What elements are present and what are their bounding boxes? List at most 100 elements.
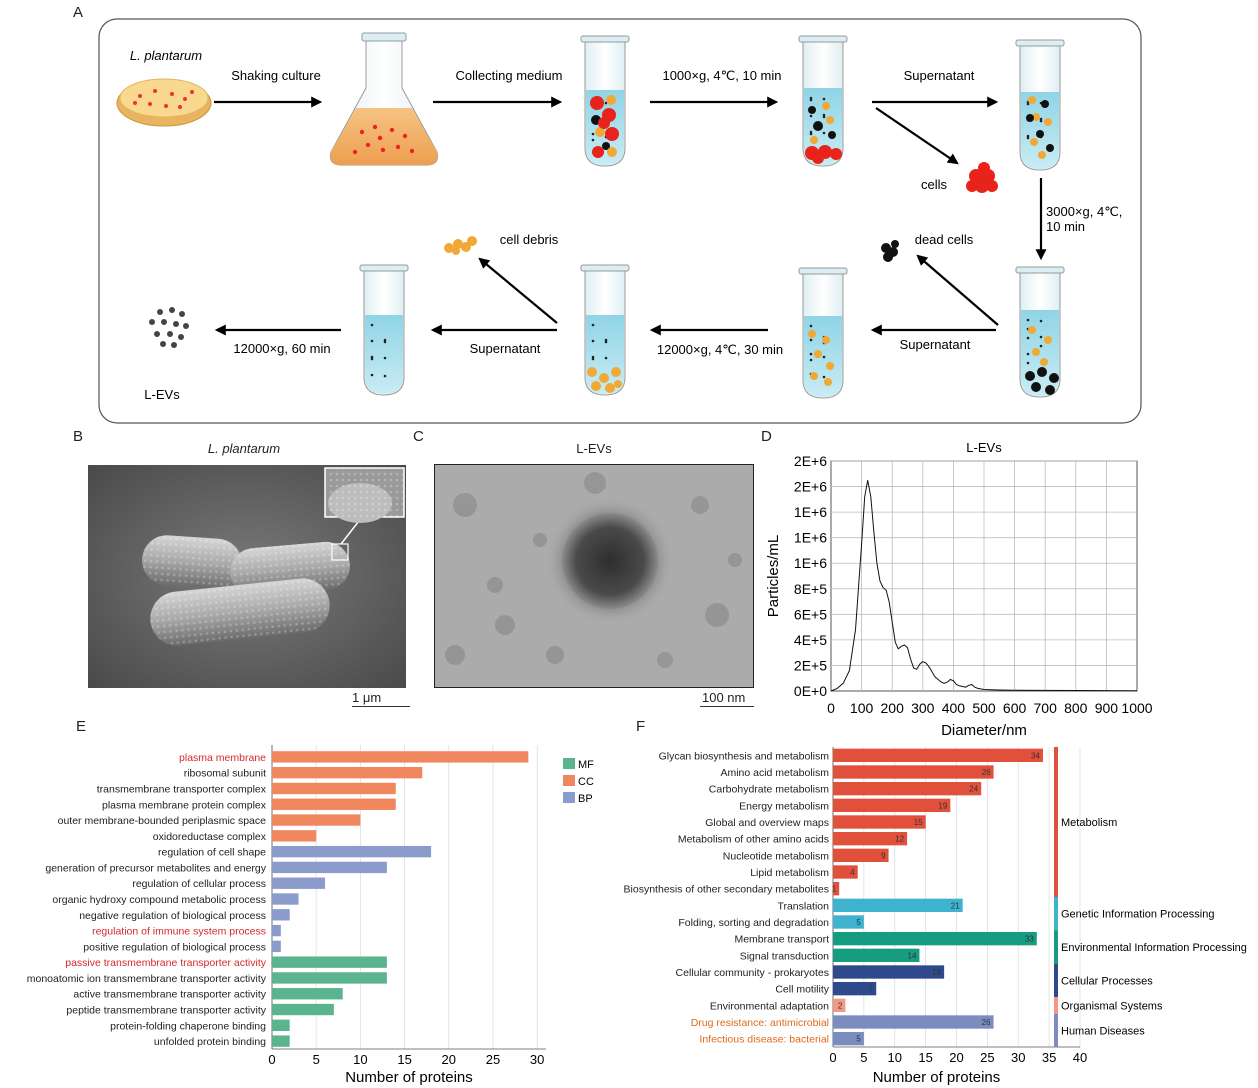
go-category-label: regulation of immune system process	[92, 926, 266, 938]
kegg-xtick-label: 25	[980, 1050, 994, 1065]
nta-ytick-label: 8E+5	[794, 581, 827, 597]
panel-label-b: B	[73, 428, 84, 445]
panel-label-f: F	[636, 718, 646, 735]
go-category-label: negative regulation of biological proces…	[79, 910, 266, 922]
kegg-group-label: Metabolism	[1061, 817, 1117, 829]
nta-plot-area	[830, 460, 1138, 692]
kegg-group-label: Genetic Information Processing	[1061, 909, 1214, 921]
kegg-group-bracket	[1054, 1013, 1058, 1047]
kegg-xtick-label: 10	[888, 1050, 902, 1065]
step-spin2-label-2: 10 min	[1046, 219, 1085, 234]
kegg-bar	[833, 948, 920, 962]
nta-ytick-label: 1E+6	[794, 555, 827, 571]
step-spin3-label: 12000×g, 4℃, 30 min	[657, 342, 783, 357]
step-supernatant2-label: Supernatant	[900, 337, 971, 352]
go-bar	[272, 893, 299, 905]
nta-ytick-label: 2E+6	[794, 453, 827, 469]
kegg-category-label: Energy metabolism	[739, 800, 829, 812]
go-bar	[272, 924, 281, 937]
go-bar	[272, 814, 361, 826]
kegg-xlabel: Number of proteins	[873, 1069, 1001, 1086]
step-spin1-label: 1000×g, 4℃, 10 min	[662, 68, 781, 83]
go-legend-swatch	[563, 758, 575, 769]
kegg-data-label: 34	[1031, 751, 1040, 760]
step-supernatant3-label: Supernatant	[470, 341, 541, 356]
go-xtick-label: 25	[486, 1052, 500, 1067]
go-xtick-label: 30	[530, 1052, 544, 1067]
go-category-label: protein-folding chaperone binding	[110, 1020, 266, 1032]
go-legend-label: MF	[578, 759, 594, 771]
kegg-category-label: Nucleotide metabolism	[723, 850, 829, 862]
tube-supernatant-3	[359, 264, 409, 396]
nta-xtick-label: 500	[972, 700, 996, 716]
go-bar	[272, 782, 396, 795]
kegg-bar	[833, 832, 908, 846]
kegg-xtick-label: 35	[1042, 1050, 1056, 1065]
kegg-group-bracket	[1054, 997, 1058, 1014]
kegg-data-label: 5	[856, 918, 861, 927]
nta-ytick-label: 2E+6	[794, 479, 827, 495]
kegg-group-bracket	[1054, 747, 1058, 897]
kegg-data-label: 5	[856, 1035, 861, 1044]
go-bar	[272, 1035, 290, 1047]
kegg-data-label: 9	[881, 851, 886, 860]
nta-xtick-label: 300	[911, 700, 935, 716]
tube-supernatant-2	[798, 267, 848, 399]
kegg-category-label: Carbohydrate metabolism	[709, 784, 829, 796]
panel-label-d: D	[761, 428, 772, 445]
nta-ytick-label: 1E+6	[794, 504, 827, 520]
kegg-xtick-label: 15	[918, 1050, 932, 1065]
kegg-data-label: 24	[969, 785, 978, 794]
go-xtick-label: 10	[353, 1052, 367, 1067]
kegg-bar	[833, 1032, 864, 1046]
kegg-bar	[833, 982, 877, 996]
kegg-bar	[833, 798, 951, 812]
dead-cells-cluster-icon	[881, 240, 899, 262]
go-bar	[272, 798, 396, 810]
step-spin4-label: 12000×g, 60 min	[233, 341, 330, 356]
go-category-label: passive transmembrane transporter activi…	[65, 957, 266, 969]
kegg-category-label: Glycan biosynthesis and metabolism	[659, 750, 830, 762]
go-legend-swatch	[563, 792, 575, 803]
go-legend-swatch	[563, 775, 575, 786]
sem-title: L. plantarum	[207, 441, 281, 456]
tube-supernatant-1	[1015, 39, 1065, 171]
kegg-category-label: Amino acid metabolism	[720, 767, 829, 779]
go-category-label: transmembrane transporter complex	[97, 783, 267, 795]
kegg-xtick-label: 20	[949, 1050, 963, 1065]
nta-xtick-label: 900	[1095, 700, 1119, 716]
go-xtick-label: 15	[397, 1052, 411, 1067]
cell-debris-label: cell debris	[500, 232, 559, 247]
kegg-data-label: 19	[938, 801, 947, 810]
kegg-group-label: Organismal Systems	[1061, 1000, 1163, 1012]
go-legend-label: BP	[578, 793, 593, 805]
kegg-data-label: 12	[895, 835, 904, 844]
kegg-data-label: 26	[982, 1018, 991, 1027]
kegg-data-label: 26	[982, 768, 991, 777]
kegg-category-label: Drug resistance: antimicrobial	[691, 1017, 829, 1029]
cells-cluster-icon	[966, 162, 998, 193]
go-category-label: regulation of cellular process	[132, 878, 266, 890]
kegg-group-bracket	[1054, 930, 1058, 964]
cells-label: cells	[921, 177, 948, 192]
kegg-category-label: Membrane transport	[734, 934, 829, 946]
kegg-xtick-label: 5	[860, 1050, 867, 1065]
go-bar	[272, 972, 387, 984]
go-category-label: plasma membrane protein complex	[102, 799, 267, 811]
nta-ytick-label: 4E+5	[794, 632, 827, 648]
kegg-category-label: Infectious disease: bacterial	[699, 1034, 829, 1046]
nta-ytick-label: 2E+5	[794, 657, 827, 673]
tube-after-12000g	[580, 264, 630, 396]
kegg-data-label: 4	[850, 868, 855, 877]
kegg-bar	[833, 882, 840, 896]
kegg-bar	[833, 865, 858, 879]
bacterium-rod-2	[230, 541, 350, 597]
kegg-group-bracket	[1054, 963, 1058, 997]
kegg-category-label: Cell motility	[775, 984, 829, 996]
step-shaking-label: Shaking culture	[231, 68, 321, 83]
nta-title: L-EVs	[966, 440, 1002, 455]
cell-debris-cluster-icon	[444, 236, 477, 255]
tube-collected-medium	[580, 35, 630, 167]
step-collecting-label: Collecting medium	[456, 68, 563, 83]
nta-xtick-label: 200	[881, 700, 905, 716]
